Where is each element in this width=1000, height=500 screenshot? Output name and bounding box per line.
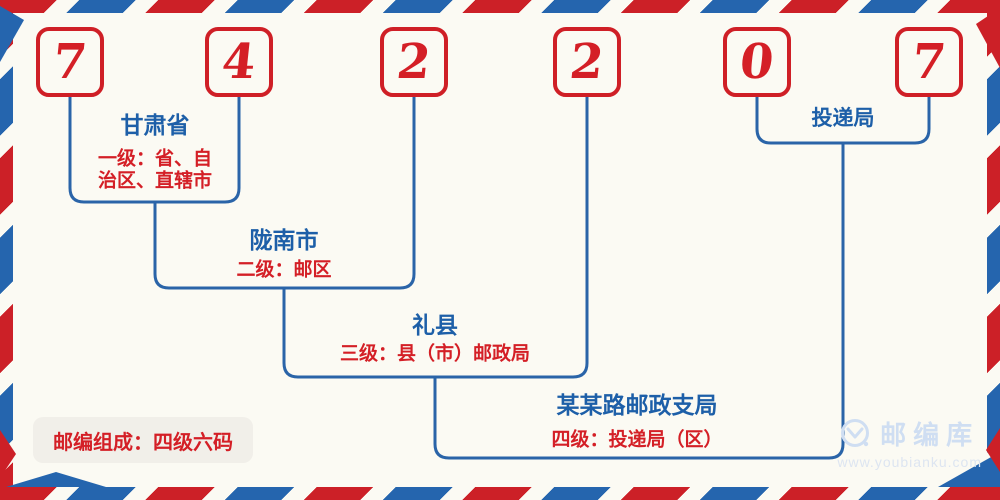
corner-wedge-bottom-right [938,452,1000,487]
postal-digit-3: 2 [380,27,448,97]
border-stripe-bottom [0,487,1000,500]
digit-value: 2 [394,34,434,90]
postal-digit-6: 7 [895,27,963,97]
level-2-name: 陇南市 [249,227,319,253]
level-4-name: 某某路邮政支局 [556,392,718,418]
level-4-desc: 四级：投递局（区） [551,429,723,451]
digit-value: 2 [567,34,607,90]
level-3-name: 礼县 [412,312,458,338]
corner-wedge-bottom-left-blue [6,472,106,487]
postal-digit-2: 4 [205,27,273,97]
level-1-desc-line-2: 治区、直辖市 [97,170,213,192]
corner-wedge-top-right [976,8,1000,68]
watermark-url: www.youbianku.com [837,454,982,470]
digit-value: 0 [737,34,777,90]
watermark-brand: 邮编库 [880,420,980,450]
corner-wedge-top-left [0,6,24,62]
level-2-desc: 二级：邮区 [236,259,332,281]
postal-digit-4: 2 [553,27,621,97]
corner-wedge-bottom-left-red [0,430,16,478]
postal-digit-5: 0 [723,27,791,97]
delivery-bureau-label: 投递局 [811,107,875,130]
digit-value: 7 [50,34,90,90]
postal-digit-1: 7 [36,27,104,97]
level-3-desc: 三级：县（市）邮政局 [339,343,531,365]
badge-text: 邮编组成：四级六码 [53,431,233,454]
corner-wedge-right-red [986,428,1000,472]
digit-value: 7 [909,34,949,90]
level-1-name: 甘肃省 [120,112,190,138]
border-stripe-left [0,0,13,500]
bracket-level-4 [433,143,845,460]
border-stripe-right [987,0,1000,500]
postal-code-composition-badge: 邮编组成：四级六码 [33,417,253,463]
bracket-delivery [755,97,931,145]
digit-value: 4 [219,34,259,90]
level-1-desc-line-1: 一级：省、自 [97,148,213,170]
envelope-circle-icon [841,418,870,447]
border-stripe-top [0,0,1000,13]
site-watermark: 邮编库 www.youbianku.com [837,415,982,470]
